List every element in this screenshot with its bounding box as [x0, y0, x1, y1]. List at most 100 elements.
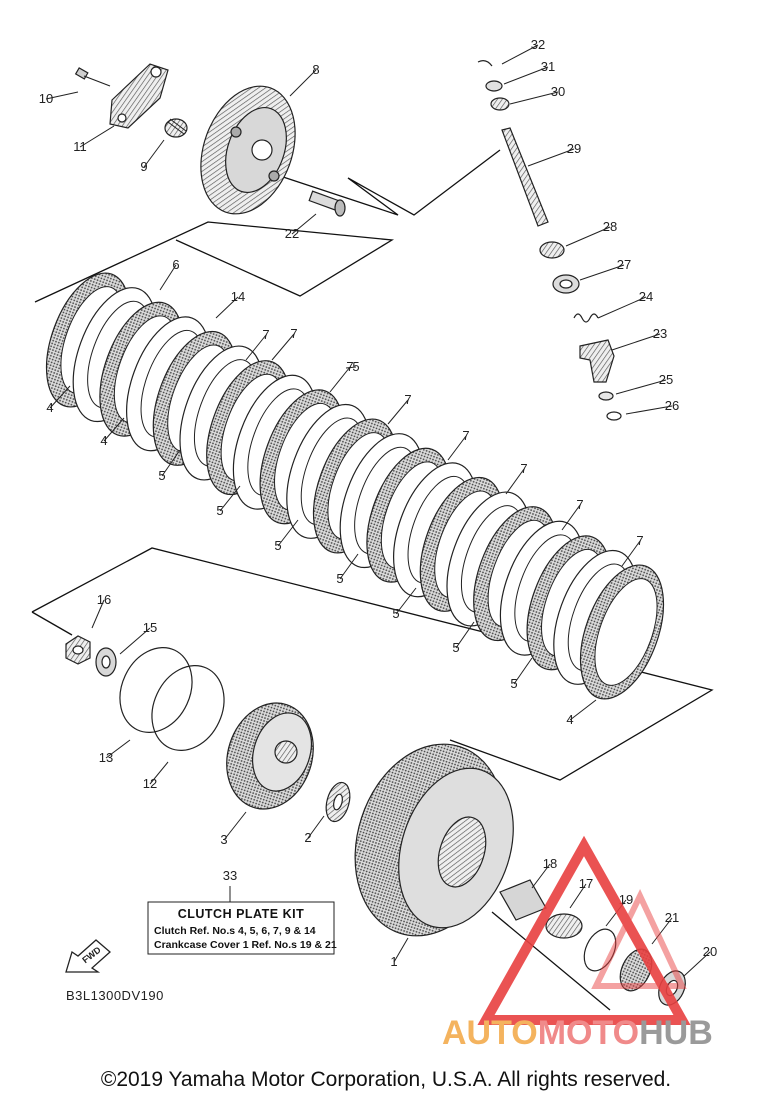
- spring-9: [164, 118, 188, 138]
- leader-line: [505, 468, 525, 495]
- part-ref-label: 7: [576, 497, 583, 512]
- lever-23: [579, 339, 615, 383]
- leader-line: [307, 815, 325, 839]
- part-ref-label: 4: [100, 433, 107, 448]
- leader-line: [223, 811, 247, 841]
- assembly-frame-shaft: [267, 149, 501, 216]
- assembly-frame-lower: [31, 547, 714, 781]
- part-ref-label: 5: [392, 606, 399, 621]
- part-ref-label: 4: [566, 712, 573, 727]
- leader-line: [45, 91, 79, 100]
- part-ref-label: 27: [617, 257, 631, 272]
- circlip-19: [583, 928, 617, 972]
- leader-line: [561, 504, 581, 531]
- leader-line: [245, 334, 267, 361]
- leader-line: [393, 937, 409, 963]
- leader-line: [597, 296, 647, 319]
- part-ref-label: 2: [304, 830, 311, 845]
- leader-line: [527, 148, 575, 167]
- leader-line: [503, 66, 549, 85]
- watermark-triangle-icon: [477, 835, 691, 1025]
- part-ref-label: 33: [223, 868, 237, 883]
- leader-line: [289, 69, 317, 97]
- assembly-frame-pressure: [31, 611, 611, 1011]
- leader-line: [79, 125, 115, 148]
- part-ref-label: 5: [158, 468, 165, 483]
- part-ref-label: 5: [274, 538, 281, 553]
- spacer-18: [499, 879, 547, 921]
- leader-line: [569, 883, 587, 909]
- part-ref-label: 6: [172, 257, 179, 272]
- part-ref-label: 15: [143, 620, 157, 635]
- watermark-hub: HUB: [639, 1014, 713, 1052]
- nut-16: [65, 635, 91, 665]
- bearing-30: [490, 97, 510, 111]
- leader-line: [455, 621, 475, 649]
- part-ref-label: 22: [285, 226, 299, 241]
- leader-line: [291, 213, 317, 235]
- leader-line: [579, 264, 625, 281]
- push-rod-29: [501, 127, 549, 227]
- part-ref-label: 30: [551, 84, 565, 99]
- clutch-housing-1: [354, 743, 514, 937]
- kit-box-line-crankcase: Crankcase Cover 1 Ref. No.s 19 & 21: [154, 939, 337, 951]
- part-ref-label: 13: [99, 750, 113, 765]
- part-ref-label: 11: [73, 139, 87, 154]
- part-ref-label: 7: [262, 327, 269, 342]
- leader-line: [215, 296, 239, 319]
- wire-ring-13: [119, 647, 193, 733]
- part-ref-label: 10: [39, 91, 53, 106]
- part-ref-label: 17: [579, 876, 593, 891]
- leader-line: [143, 139, 165, 168]
- friction-plate: [579, 564, 665, 700]
- leader-line: [345, 366, 357, 369]
- part-ref-label: 19: [619, 892, 633, 907]
- leader-line: [329, 366, 351, 393]
- leader-line: [513, 657, 533, 685]
- part-ref-label: 32: [531, 37, 545, 52]
- reference-labels: 3231302928272423252610119822614444777777…: [39, 37, 717, 977]
- part-ref-label: 5: [352, 359, 359, 374]
- svg-text:AUTOMOTOHUB: AUTOMOTOHUB: [442, 1014, 713, 1052]
- circlip-26: [606, 411, 622, 421]
- leader-line: [219, 485, 241, 512]
- leader-line: [501, 44, 539, 65]
- part-ref-label: 4: [46, 400, 53, 415]
- part-ref-label: 23: [653, 326, 667, 341]
- part-ref-label: 7: [290, 326, 297, 341]
- pin-22: [308, 190, 346, 217]
- bearing-17: [545, 913, 583, 939]
- seal-27: [552, 274, 580, 294]
- leader-line: [569, 699, 597, 721]
- bearing-28: [539, 241, 565, 259]
- leader-line: [277, 519, 299, 547]
- part-ref-label: 9: [140, 159, 147, 174]
- part-ref-label: 3: [220, 832, 227, 847]
- leader-line: [625, 405, 673, 415]
- leader-line: [339, 553, 359, 580]
- wire-ring-12: [151, 665, 225, 751]
- plate-11: [109, 63, 169, 129]
- kit-box-line-clutch: Clutch Ref. No.s 4, 5, 6, 7, 9 & 14: [154, 925, 316, 937]
- leader-line: [509, 91, 559, 105]
- leader-line: [103, 417, 125, 442]
- kit-box-title: CLUTCH PLATE KIT: [178, 907, 305, 921]
- spring-24: [573, 313, 599, 323]
- copyright-notice: ©2019 Yamaha Motor Corporation, U.S.A. A…: [101, 1068, 671, 1091]
- part-ref-label: 29: [567, 141, 581, 156]
- clip-32: [477, 60, 493, 67]
- part-ref-label: 20: [703, 944, 717, 959]
- part-ref-label: 7: [462, 428, 469, 443]
- part-ref-label: 28: [603, 219, 617, 234]
- leader-line: [615, 379, 667, 395]
- diagram-code: B3L1300DV190: [66, 988, 164, 1003]
- part-ref-label: 5: [336, 571, 343, 586]
- leader-line: [105, 739, 131, 759]
- leader-line: [395, 587, 417, 615]
- part-ref-label: 14: [231, 289, 245, 304]
- watermark-auto: AUTO: [442, 1014, 538, 1052]
- part-ref-label: 7: [520, 461, 527, 476]
- washer-25: [598, 391, 614, 401]
- clutch-plate-kit-box: CLUTCH PLATE KIT Clutch Ref. No.s 4, 5, …: [147, 886, 337, 955]
- watermark-moto: MOTO: [538, 1014, 639, 1052]
